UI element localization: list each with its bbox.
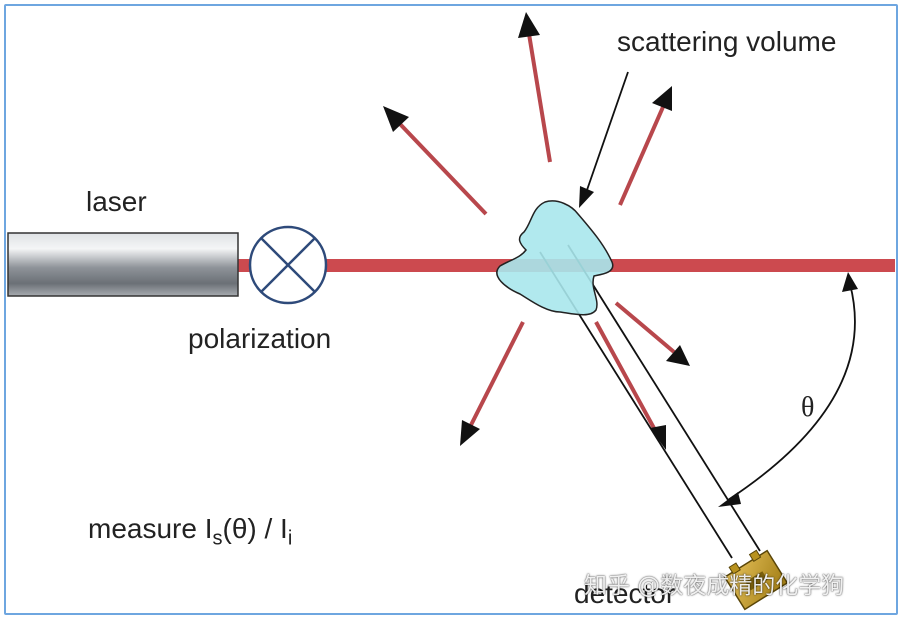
scattering-volume-label: scattering volume bbox=[617, 26, 837, 57]
diagram-frame bbox=[4, 4, 898, 615]
scattered-light-arrow bbox=[614, 301, 690, 366]
detector-label: detector bbox=[574, 578, 676, 609]
watermark: 知乎 @数夜成精的化学狗 bbox=[584, 573, 845, 599]
scattering-volume-pointer bbox=[579, 71, 629, 208]
laser-body bbox=[7, 232, 239, 297]
measure-sub-s: s bbox=[212, 527, 223, 550]
scattering-volume bbox=[496, 200, 614, 316]
scattered-light-arrow bbox=[518, 12, 552, 163]
theta-angle-arc bbox=[718, 272, 858, 507]
measure-mid: (θ) / I bbox=[222, 513, 288, 544]
detected-light-arrow bbox=[594, 321, 666, 450]
scattered-light-arrow bbox=[460, 321, 525, 446]
laser-label: laser bbox=[86, 186, 147, 217]
measure-label: measure Is(θ) / Ii bbox=[88, 513, 292, 551]
measure-sub-i: i bbox=[287, 527, 293, 550]
polarization-symbol bbox=[248, 225, 328, 305]
scattered-light-arrow bbox=[618, 86, 672, 206]
measure-prefix: measure I bbox=[88, 513, 213, 544]
detector bbox=[723, 549, 789, 611]
polarization-label: polarization bbox=[188, 323, 332, 354]
scattered-light-arrow bbox=[383, 106, 488, 216]
theta-label: θ bbox=[801, 392, 815, 423]
